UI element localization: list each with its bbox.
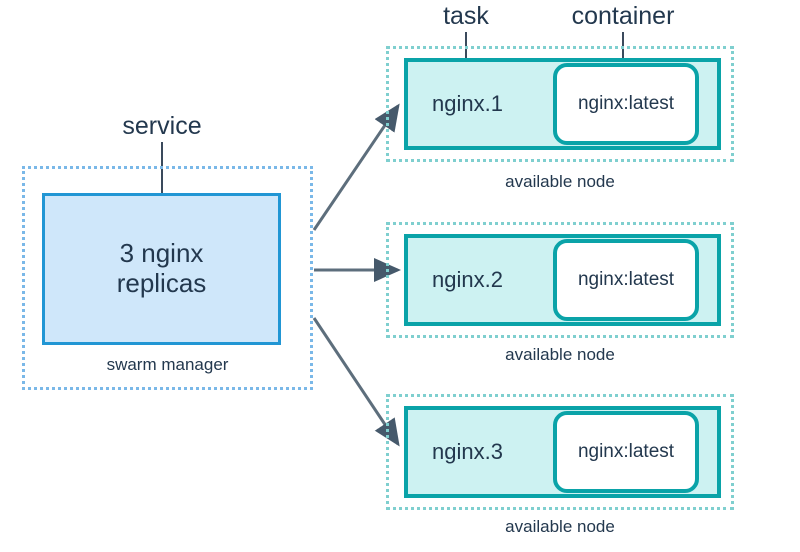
container-image-label-2: nginx:latest	[577, 269, 675, 290]
task-box-3[interactable]: nginx.3 nginx:latest	[404, 406, 721, 498]
task-name-label-2: nginx.2	[432, 267, 503, 292]
container-image-label-1: nginx:latest	[577, 93, 675, 114]
node-caption-2: available node	[505, 345, 615, 364]
swarm-manager-caption: swarm manager	[106, 355, 229, 374]
task-box-1[interactable]: nginx.1 nginx:latest	[404, 58, 721, 150]
container-image-label-3: nginx:latest	[577, 441, 675, 462]
container-box-3[interactable]: nginx:latest	[553, 411, 699, 493]
node-group-boundary-2	[386, 222, 734, 338]
node-group-boundary-1	[386, 46, 734, 162]
task-name-label-1: nginx.1	[432, 91, 503, 116]
callout-label-container: container	[571, 2, 675, 30]
service-group-boundary	[22, 166, 313, 390]
callout-label-service: service	[122, 112, 202, 140]
node-group-boundary-3	[386, 394, 734, 510]
container-box-1[interactable]: nginx:latest	[553, 63, 699, 145]
node-caption-3: available node	[505, 517, 615, 536]
callout-leader-service	[161, 142, 163, 228]
service-replicas-label: 3 nginx replicas	[116, 238, 207, 298]
service-box[interactable]: 3 nginx replicas	[42, 193, 281, 345]
task-box-2[interactable]: nginx.2 nginx:latest	[404, 234, 721, 326]
task-name-label-3: nginx.3	[432, 439, 503, 464]
callout-label-task: task	[443, 2, 489, 30]
container-box-2[interactable]: nginx:latest	[553, 239, 699, 321]
node-caption-1: available node	[505, 172, 615, 191]
